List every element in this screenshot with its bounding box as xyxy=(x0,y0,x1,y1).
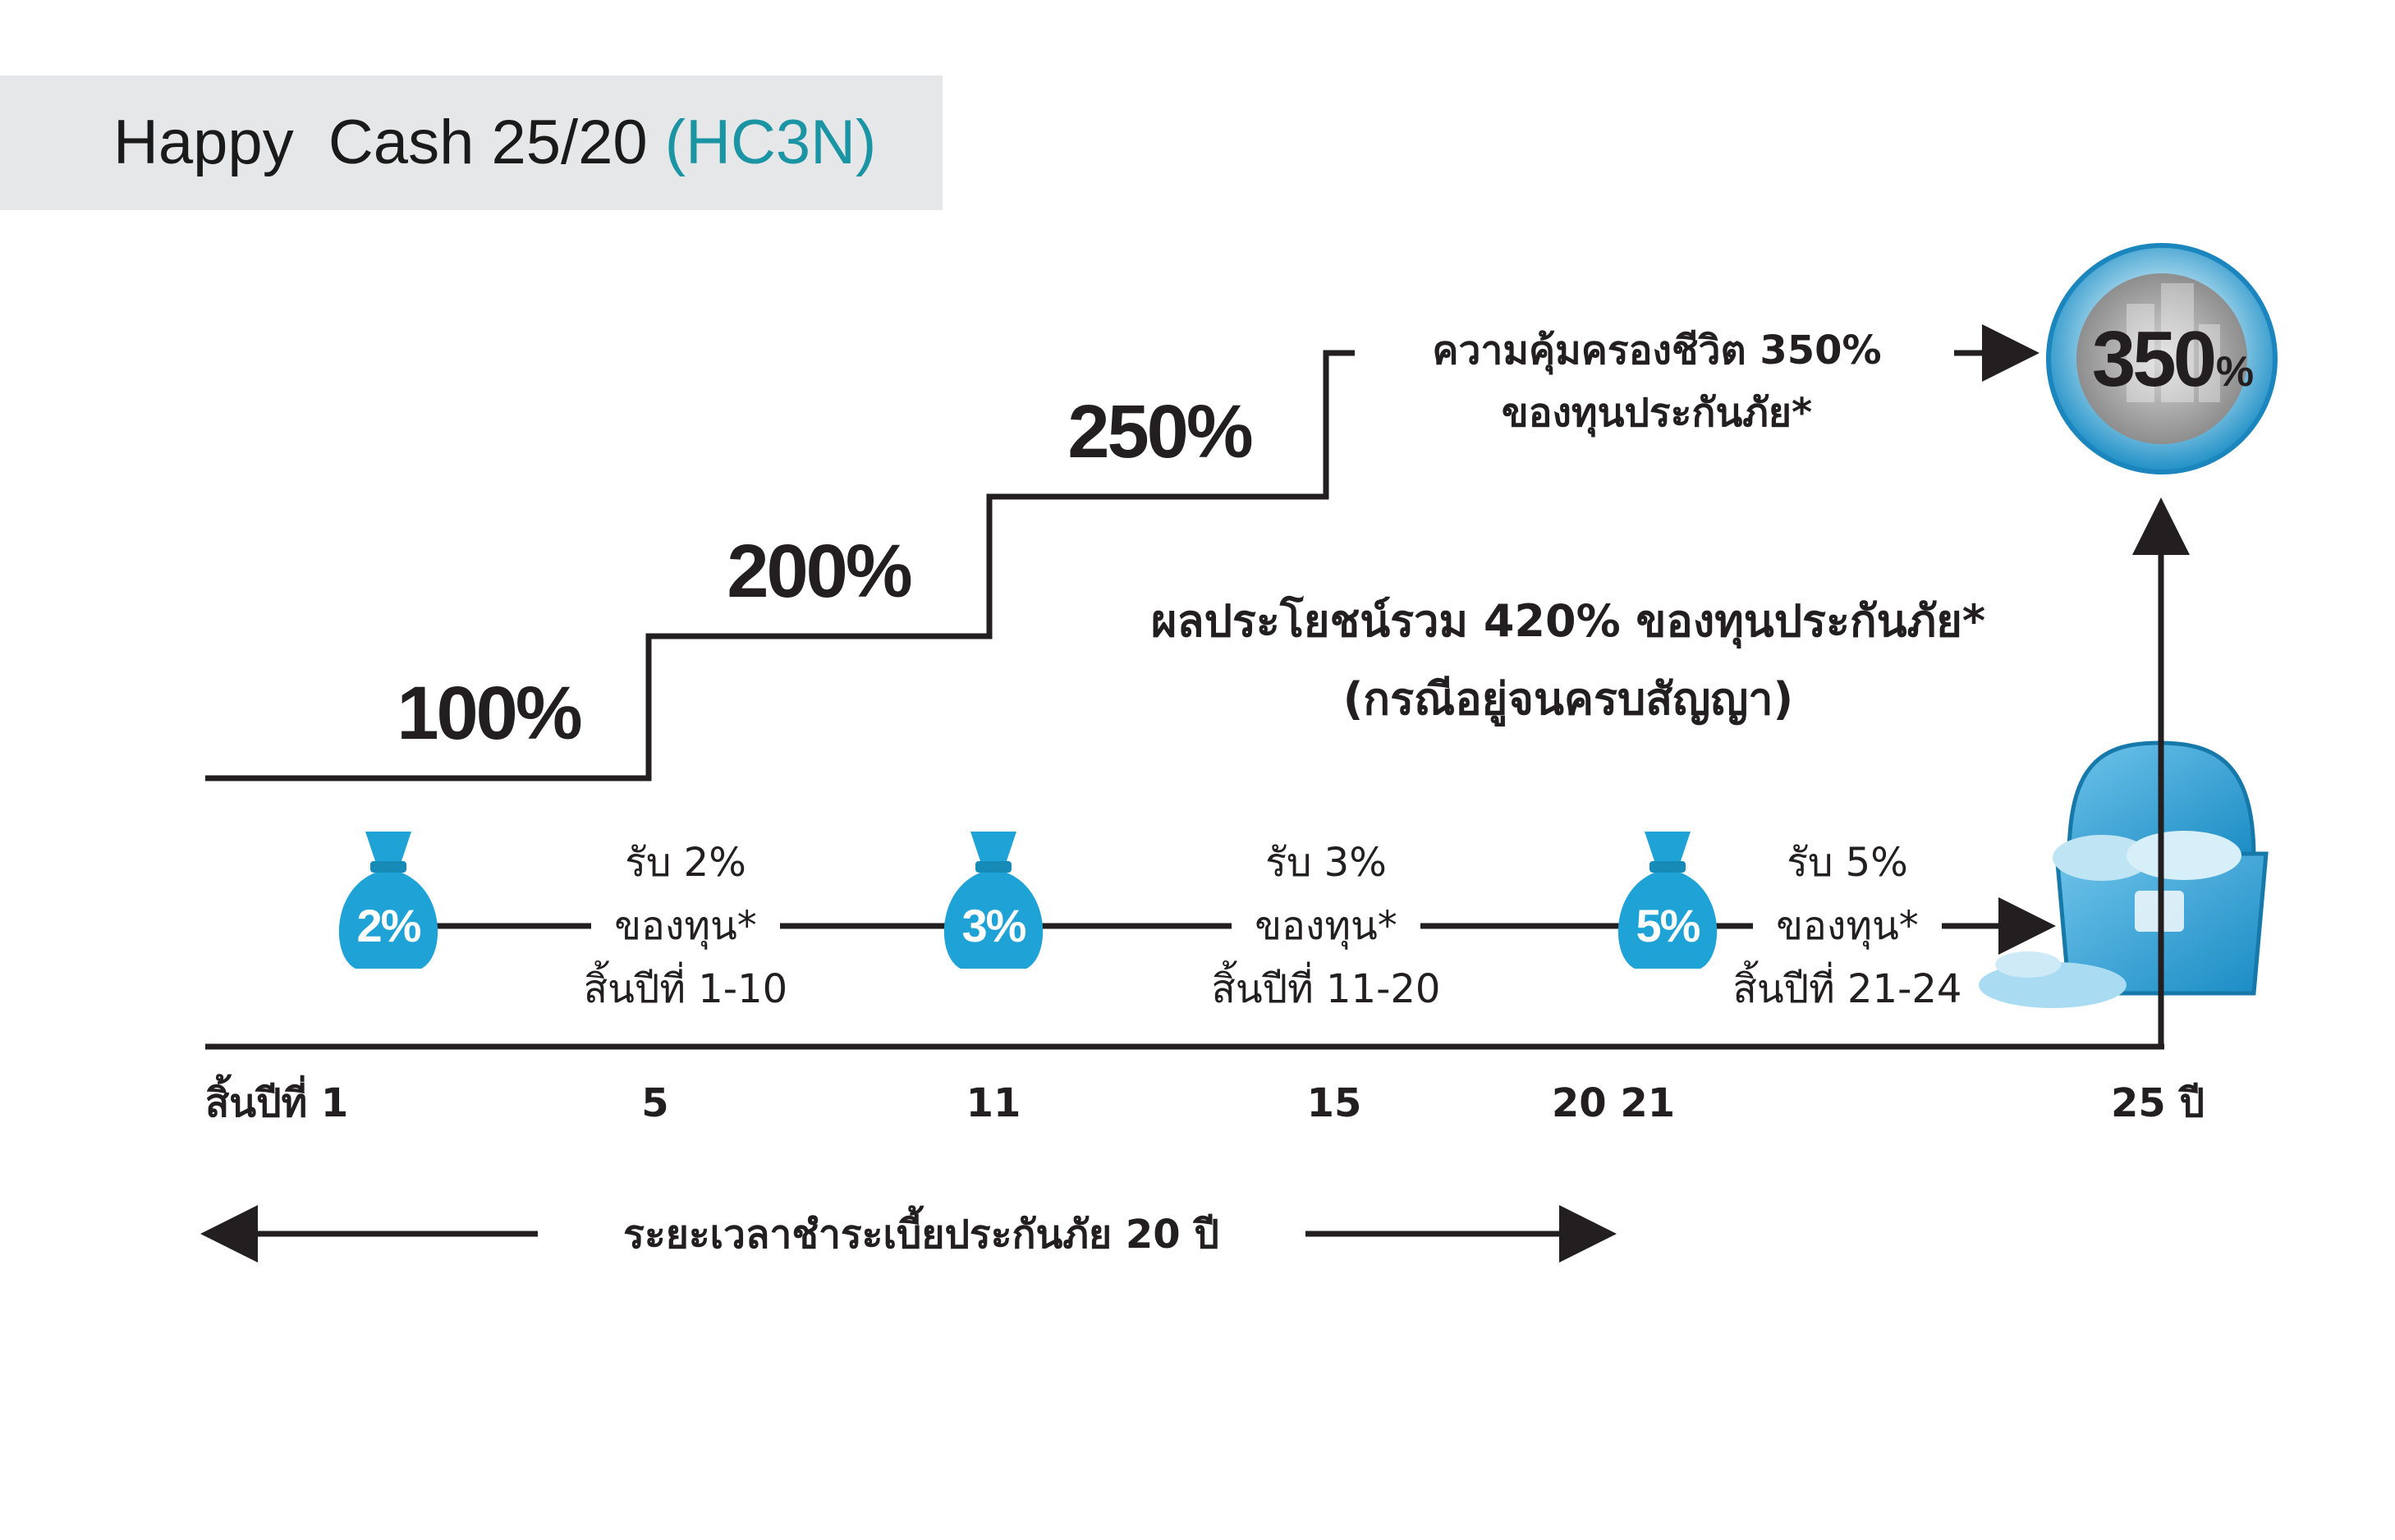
life-coverage-line2: ของทุนประกันภัย* xyxy=(1502,390,1812,438)
cashback-info-3: รับ 5% ของทุน* สิ้นปีที่ 21-24 xyxy=(1733,840,1962,1012)
axis-label-year-1: สิ้นปีที่ 1 xyxy=(205,1074,348,1126)
badge-unit: % xyxy=(2216,348,2254,396)
axis-label-year-5: 5 xyxy=(641,1080,668,1126)
product-name: Happy Cash 25/20 xyxy=(113,108,648,177)
total-benefit-line2: (กรณีอยู่จนครบสัญญา) xyxy=(1343,673,1794,726)
coverage-label-100: 100% xyxy=(397,671,580,755)
money-bag-icon: 2% xyxy=(338,832,438,969)
treasure-chest-icon xyxy=(1979,740,2269,1008)
payment-period: ระยะเวลาชำระเบี้ยประกันภัย 20 ปี xyxy=(200,1205,1617,1263)
building-icon xyxy=(2127,283,2220,402)
cashback-info-2: รับ 3% ของทุน* สิ้นปีที่ 11-20 xyxy=(1212,840,1441,1012)
bag-label-1: 2% xyxy=(357,900,421,951)
cashback-info-1: รับ 2% ของทุน* สิ้นปีที่ 1-10 xyxy=(584,840,787,1012)
bag-label-2: 3% xyxy=(962,900,1026,951)
total-benefit-line1: ผลประโยชน์รวม 420% ของทุนประกันภัย* xyxy=(1151,595,1985,649)
bag-label-3: 5% xyxy=(1636,900,1700,951)
axis-label-year-15: 15 xyxy=(1307,1080,1362,1126)
coverage-label-250: 250% xyxy=(1067,390,1251,474)
coverage-badge: 350 % xyxy=(2046,243,2278,474)
cashback-3-line3: สิ้นปีที่ 21-24 xyxy=(1733,960,1962,1012)
axis-label-year-25: 25 ปี xyxy=(2111,1080,2205,1126)
axis-label-year-11: 11 xyxy=(966,1080,1021,1126)
cashback-1-line3: สิ้นปีที่ 1-10 xyxy=(584,960,787,1012)
page-title: Happy Cash 25/20 (HC3N) xyxy=(113,76,876,210)
cashback-3-line2: ของทุน* xyxy=(1776,903,1919,950)
cashback-2-line3: สิ้นปีที่ 11-20 xyxy=(1212,960,1441,1012)
cashback-2-line1: รับ 3% xyxy=(1265,840,1387,886)
money-bag-icon: 3% xyxy=(943,832,1044,969)
header-bar: Happy Cash 25/20 (HC3N) xyxy=(0,76,943,210)
coverage-step-line xyxy=(205,350,1355,781)
cashback-3-line1: รับ 5% xyxy=(1787,840,1908,886)
cashback-1-line1: รับ 2% xyxy=(625,840,746,886)
product-code: (HC3N) xyxy=(664,108,877,177)
axis-label-year-20-21: 20 21 xyxy=(1552,1080,1675,1126)
badge-value: 350 xyxy=(2092,315,2214,403)
cashback-1-line2: ของทุน* xyxy=(614,903,757,950)
cashback-2-line2: ของทุน* xyxy=(1255,903,1397,950)
coverage-label-200: 200% xyxy=(727,529,911,613)
money-bag-icon: 5% xyxy=(1617,832,1718,969)
life-coverage-line1: ความคุ้มครองชีวิต 350% xyxy=(1432,328,1881,375)
payment-period-label: ระยะเวลาชำระเบี้ยประกันภัย 20 ปี xyxy=(623,1205,1219,1258)
